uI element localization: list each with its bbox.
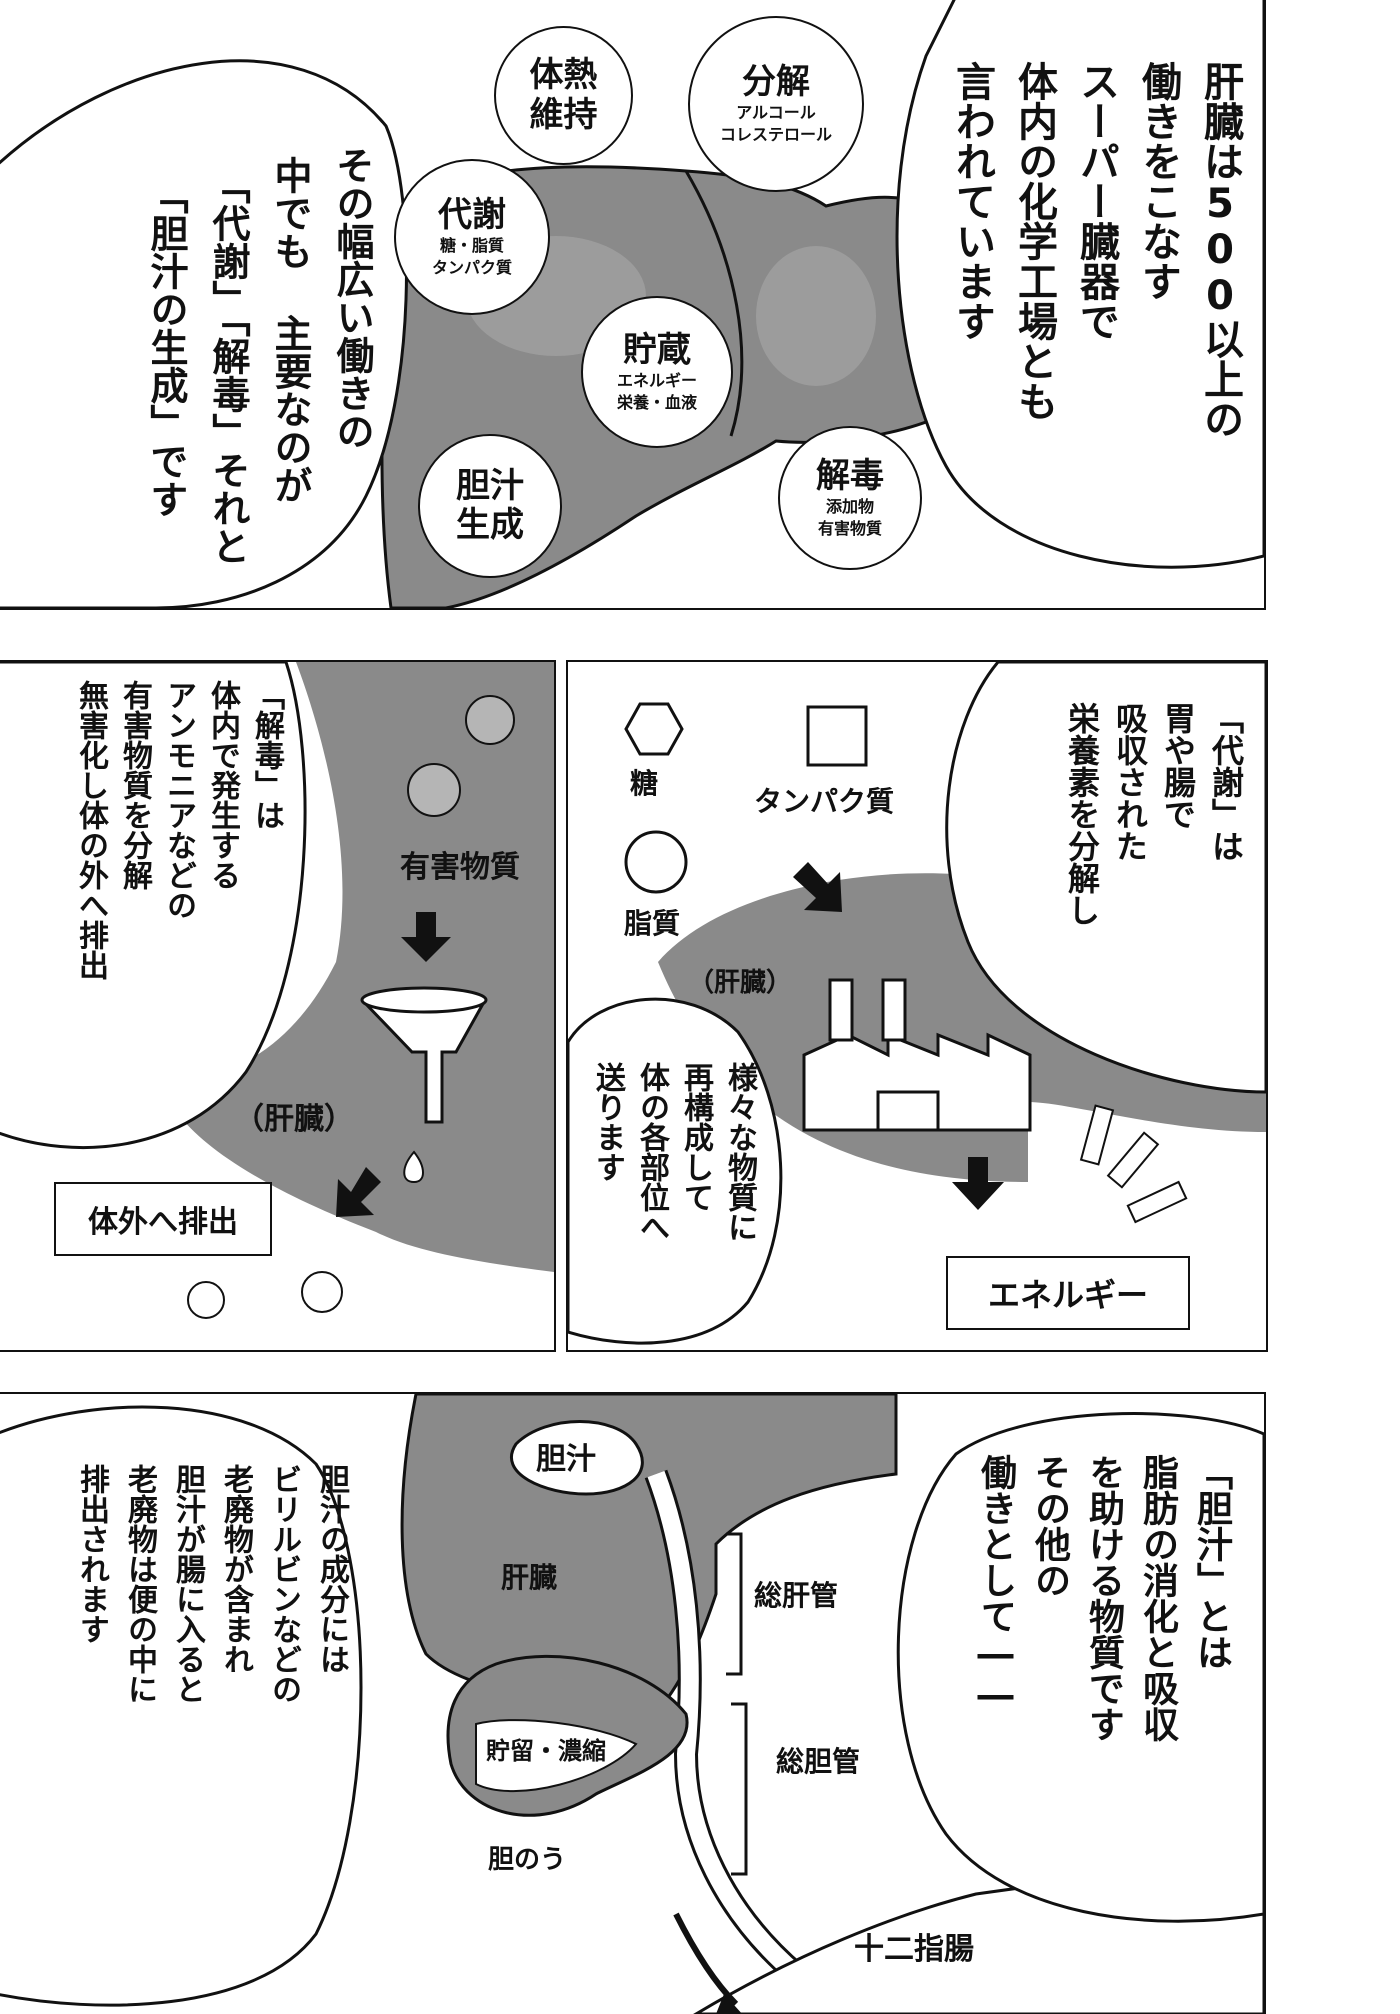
bile-def-line-1: 「胆汁」とは (1191, 1454, 1232, 1670)
detox-line-5: 無害化し体の外へ排出 (73, 680, 108, 980)
bile-waste-text: 胆汁の成分には ビリルビンなどの 老廃物が含まれ 胆汁が腸に入ると 老廃物は便の… (16, 1434, 356, 1954)
metabolism-line-1: 「代謝」は (1207, 702, 1245, 862)
excrete-outside-box: 体外へ排出 (54, 1182, 272, 1256)
circle-heat-maintenance: 体熱 維持 (494, 26, 633, 165)
heat-title: 体熱 維持 (529, 55, 598, 135)
bile-def-line-5: 働きとして―― (975, 1454, 1016, 1716)
detox-line-3: アンモニアなどの (161, 680, 196, 920)
detox-line-4: 有害物質を分解 (117, 680, 152, 890)
panel-detox: 「解毒」は 体内で発生する アンモニアなどの 有害物質を分解 無害化し体の外へ排… (0, 660, 556, 1352)
bile-illustration (0, 1394, 1264, 2014)
gallbladder-label: 胆のう (488, 1845, 567, 1875)
detox-illustration (0, 662, 554, 1319)
detox-line-1: 「解毒」は (249, 680, 284, 830)
circle-bile-production: 胆汁 生成 (418, 434, 562, 578)
bile-waste-line-6: 排出されます (74, 1464, 109, 1644)
metabolism-line-3: 吸収された (1111, 702, 1149, 862)
bile-def-line-3: を助ける物質です (1083, 1454, 1124, 1742)
main-line-4: 「胆汁の生成」です (144, 176, 188, 518)
panel-bile: 「胆汁」とは 脂肪の消化と吸収 を助ける物質です その他の 働きとして―― 胆汁… (0, 1392, 1266, 2014)
reconstruct-line-1: 様々な物質に (722, 1062, 757, 1242)
sugar-label: 糖 (630, 767, 659, 800)
bile-waste-line-1: 胆汁の成分には (314, 1464, 349, 1674)
intro-line-1: 肝臓は500以上の (1197, 61, 1243, 439)
circle-detoxification: 解毒 添加物 有害物質 (778, 426, 922, 570)
detox-line-2: 体内で発生する (205, 680, 240, 890)
metabolism-liver-label: （肝臓） (688, 968, 793, 998)
reconstruct-line-4: 送ります (590, 1062, 625, 1182)
intro-line-5: 言われています (949, 61, 995, 341)
storage-sub: エネルギー 栄養・血液 (616, 370, 697, 412)
bile-definition-text: 「胆汁」とは 脂肪の消化と吸収 を助ける物質です その他の 働きとして―― (926, 1434, 1246, 1934)
reconstruct-line-3: 体の各部位へ (634, 1062, 669, 1242)
main-line-1: その幅広い働きの (330, 146, 374, 450)
main-line-3: 「代謝」「解毒」それと (206, 166, 250, 565)
metabolism-sub: 糖・脂質 タンパク質 (431, 235, 512, 277)
bile-waste-line-5: 老廃物は便の中に (122, 1464, 157, 1704)
fat-label: 脂質 (624, 907, 681, 940)
detox-title: 解毒 (816, 455, 884, 496)
intro-line-2: 働きをこなす (1135, 61, 1181, 301)
bile-liver-label: 肝臓 (501, 1561, 558, 1594)
bile-bubble-label: 胆汁 (536, 1442, 596, 1477)
circle-metabolism: 代謝 糖・脂質 タンパク質 (394, 159, 550, 315)
storage-title: 貯蔵 (623, 329, 691, 370)
speech-bubble-right (895, 0, 1264, 569)
protein-label: タンパク質 (754, 785, 895, 818)
metabolism-illustration (568, 662, 1266, 1345)
energy-box: エネルギー (946, 1256, 1190, 1330)
decompose-sub: アルコール コレステロール (719, 102, 832, 144)
bile-def-line-4: その他の (1029, 1454, 1070, 1598)
reconstruct-line-2: 再構成して (678, 1062, 713, 1212)
reconstruct-text: 様々な物質に 再構成して 体の各部位へ 送ります (568, 1062, 768, 1342)
decompose-title: 分解 (742, 61, 810, 102)
circle-storage: 貯蔵 エネルギー 栄養・血液 (581, 296, 733, 448)
main-functions-text: その幅広い働きの 中でも 主要なのが 「代謝」「解毒」それと 「胆汁の生成」です (36, 146, 376, 586)
detox-explanation-text: 「解毒」は 体内で発生する アンモニアなどの 有害物質を分解 無害化し体の外へ排… (16, 672, 286, 1092)
metabolism-explanation-text: 「代謝」は 胃や腸で 吸収された 栄養素を分解し (1008, 682, 1258, 1062)
bile-waste-line-3: 老廃物が含まれ (218, 1464, 253, 1674)
intro-line-3: スーパー臓器で (1073, 61, 1119, 341)
circle-decomposition: 分解 アルコール コレステロール (688, 16, 864, 192)
metabolism-line-4: 栄養素を分解し (1063, 702, 1101, 926)
common-hepatic-duct-label: 総肝管 (754, 1579, 839, 1612)
panel-liver-functions: 肝臓は500以上の 働きをこなす スーパー臓器で 体内の化学工場とも 言われてい… (0, 0, 1266, 610)
duodenum-label: 十二指腸 (854, 1932, 974, 1967)
metabolism-title: 代謝 (438, 194, 506, 235)
liver-intro-text: 肝臓は500以上の 働きをこなす スーパー臓器で 体内の化学工場とも 言われてい… (916, 51, 1246, 571)
main-line-2: 中でも 主要なのが (268, 156, 312, 504)
detox-liver-label: （肝臓） (234, 1102, 354, 1137)
intro-line-4: 体内の化学工場とも (1011, 61, 1057, 421)
bile-title: 胆汁 生成 (456, 465, 524, 545)
bile-waste-line-4: 胆汁が腸に入ると (170, 1464, 205, 1704)
bile-def-line-2: 脂肪の消化と吸収 (1137, 1454, 1178, 1742)
bile-waste-line-2: ビリルビンなどの (266, 1464, 301, 1704)
storage-concentration-label: 貯留・濃縮 (486, 1737, 606, 1765)
detox-sub: 添加物 有害物質 (817, 496, 882, 538)
metabolism-line-2: 胃や腸で (1159, 702, 1197, 830)
harmful-substance-label: 有害物質 (400, 850, 520, 885)
panel-metabolism: 「代謝」は 胃や腸で 吸収された 栄養素を分解し 様々な物質に 再構成して 体の… (566, 660, 1268, 1352)
common-bile-duct-label: 総胆管 (776, 1745, 861, 1778)
